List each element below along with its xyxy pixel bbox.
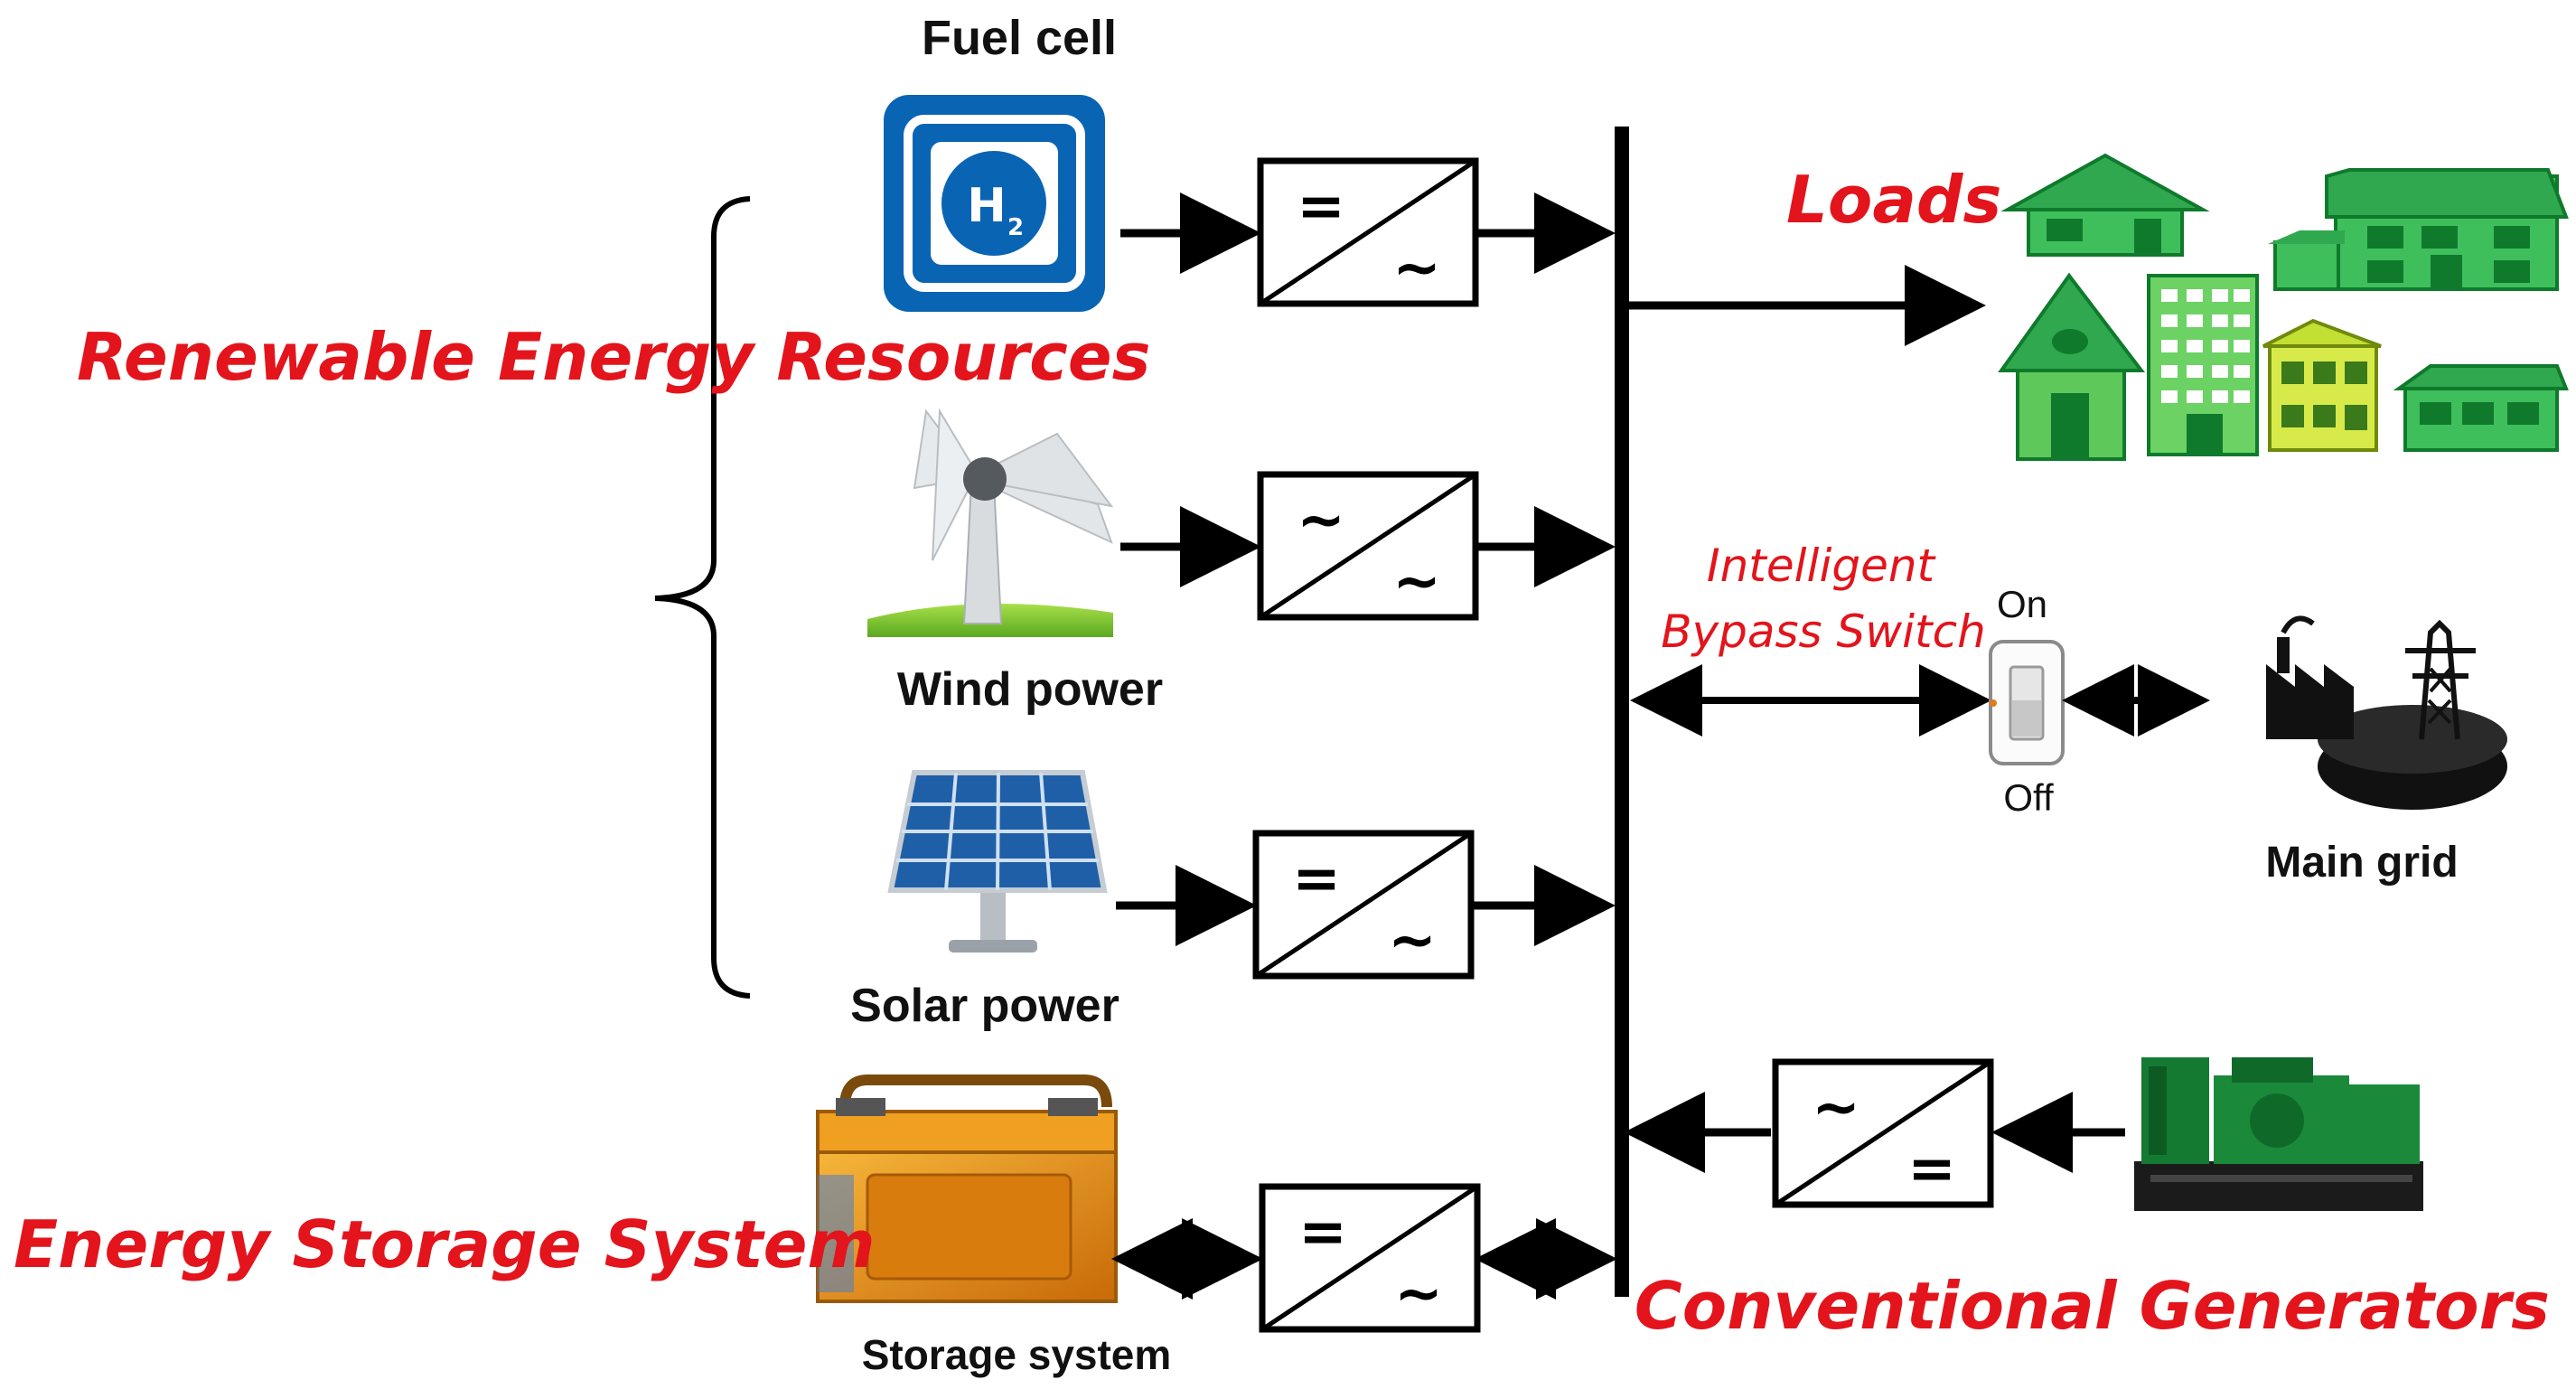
wind-power-label: Wind power — [897, 663, 1163, 716]
wind-turbine-icon — [867, 408, 1114, 637]
svg-text:2: 2 — [1007, 214, 1024, 241]
svg-text:H: H — [967, 179, 1007, 233]
storage-system-label: Storage system — [862, 1331, 1172, 1378]
energy-storage-title: Energy Storage System — [14, 1206, 876, 1282]
renewable-brace — [654, 196, 751, 999]
fuel-cell-converter: = ~ — [1257, 157, 1479, 307]
solar-panel-icon — [887, 770, 1108, 953]
wind-converter: ~ ~ — [1257, 471, 1479, 621]
svg-text:~: ~ — [1392, 235, 1441, 302]
svg-text:~: ~ — [1297, 487, 1345, 554]
svg-text:~: ~ — [1812, 1075, 1860, 1141]
main-grid-icon — [2266, 615, 2507, 810]
svg-text:=: = — [1907, 1136, 1956, 1203]
svg-text:~: ~ — [1392, 549, 1441, 615]
bypass-switch-title-line1: Intelligent — [1707, 540, 1937, 592]
loads-buildings-icon — [1998, 153, 2569, 461]
solar-converter: = ~ — [1252, 830, 1475, 980]
loads-title: Loads — [1786, 162, 2001, 238]
bypass-switch-toggle[interactable] — [1989, 640, 2065, 765]
solar-power-label: Solar power — [850, 980, 1119, 1032]
storage-converter: = ~ — [1259, 1183, 1481, 1333]
renewable-energy-title: Renewable Energy Resources — [77, 319, 1150, 395]
svg-text:=: = — [1298, 1199, 1347, 1266]
bypass-switch-title-line2: Bypass Switch — [1661, 605, 1986, 658]
switch-on-label: On — [1997, 583, 2047, 625]
fuel-cell-label: Fuel cell — [922, 11, 1117, 65]
svg-text:=: = — [1292, 846, 1341, 913]
svg-text:=: = — [1297, 174, 1345, 240]
conventional-generators-title: Conventional Generators — [1635, 1268, 2550, 1344]
main-grid-label: Main grid — [2265, 839, 2458, 887]
svg-text:~: ~ — [1394, 1261, 1443, 1328]
svg-text:~: ~ — [1388, 907, 1437, 974]
diesel-generator-icon — [2134, 1057, 2423, 1211]
fuel-cell-icon: H 2 — [884, 95, 1105, 312]
battery-icon — [816, 1075, 1118, 1303]
switch-off-label: Off — [2003, 776, 2054, 819]
generator-converter: ~ = — [1772, 1058, 1994, 1208]
